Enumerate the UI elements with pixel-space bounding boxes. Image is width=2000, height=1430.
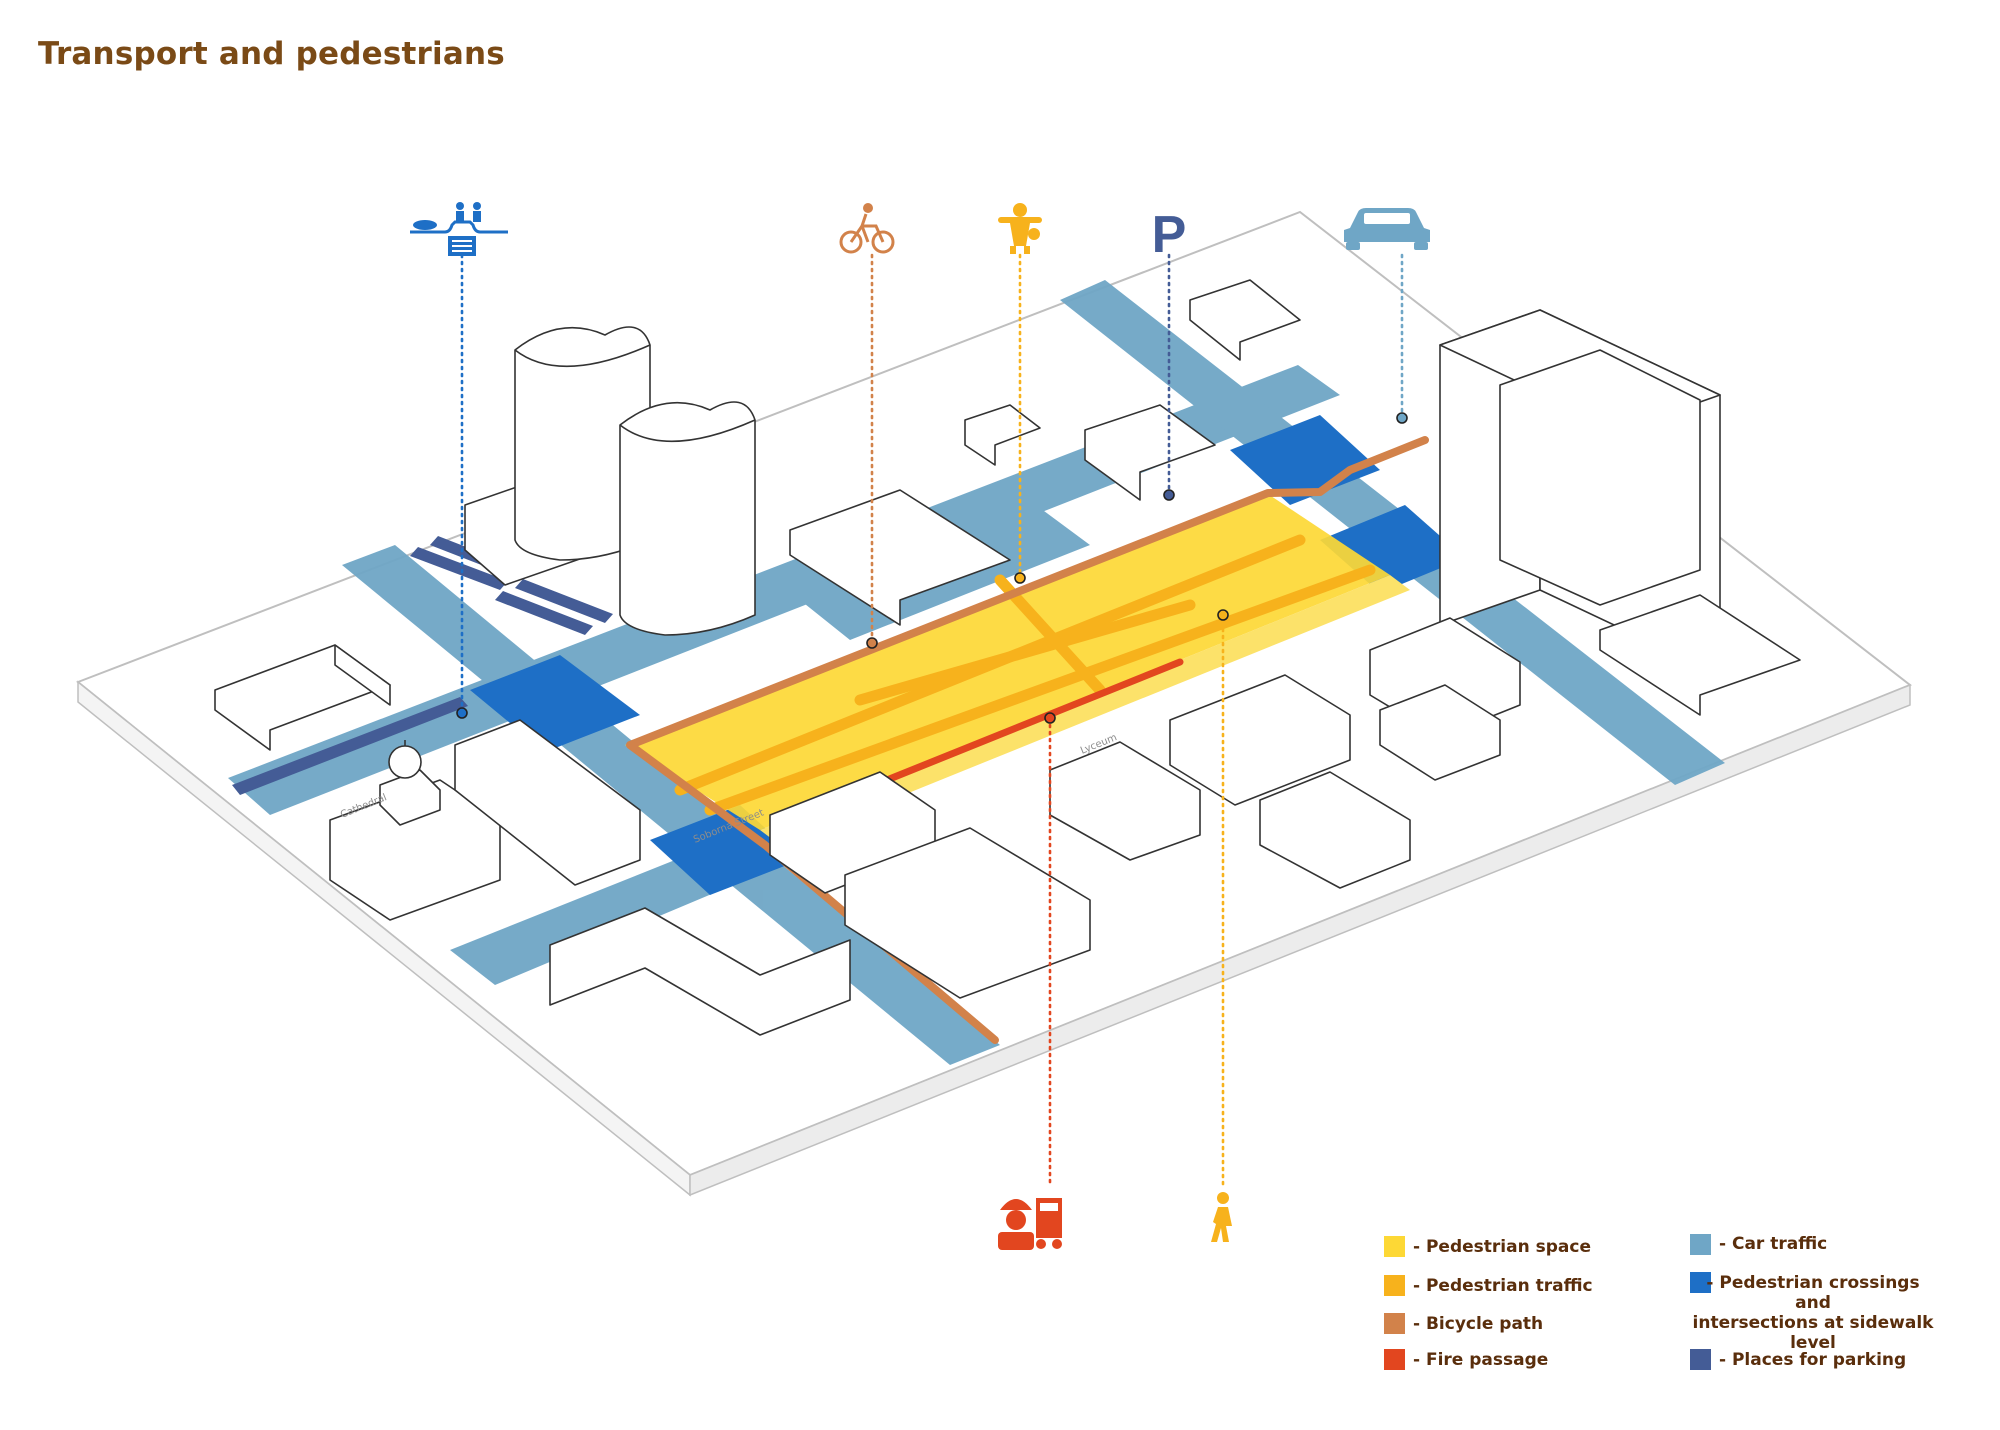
legend-label-pedestrian-space: - Pedestrian space — [1413, 1237, 1591, 1257]
legend-swatch-pedestrian-traffic — [1384, 1275, 1405, 1296]
legend-swatch-bicycle-path — [1384, 1313, 1405, 1334]
callout-dots — [456, 412, 1408, 724]
legend-swatch-parking — [1690, 1349, 1711, 1370]
car-icon — [1344, 208, 1430, 250]
bicycle-path — [626, 436, 1429, 1044]
legend-label-parking: - Places for parking — [1719, 1350, 1907, 1370]
legend-swatch-car-traffic — [1690, 1234, 1711, 1255]
pedestrian-icon — [1211, 1192, 1232, 1242]
legend-swatch-pedestrian-crossings — [1690, 1272, 1711, 1293]
buildings — [214, 279, 1801, 1036]
pedestrian-traffic-paths — [674, 534, 1376, 816]
legend-label-car-traffic: - Car traffic — [1719, 1234, 1828, 1254]
crossing-icon — [410, 202, 508, 256]
legend-swatch-fire-passage — [1384, 1349, 1405, 1370]
parking-icon: P — [1152, 206, 1187, 264]
cathedral-building — [329, 740, 501, 921]
playground-icon — [998, 203, 1042, 254]
bicycle-icon — [839, 203, 895, 254]
legend-label-pedestrian-traffic: - Pedestrian traffic — [1413, 1276, 1593, 1296]
tower-right — [619, 401, 756, 636]
legend-swatch-pedestrian-space — [1384, 1236, 1405, 1257]
firefighter-icon — [998, 1198, 1062, 1250]
legend-label-fire-passage: - Fire passage — [1413, 1350, 1549, 1370]
callout-lines — [460, 253, 1404, 1187]
legend-label-bicycle-path: - Bicycle path — [1413, 1314, 1544, 1334]
legend-label-pedestrian-crossings: - Pedestrian crossings and intersections… — [1692, 1273, 1934, 1353]
diagram-title: Transport and pedestrians — [38, 36, 505, 72]
svg-text:P: P — [1152, 206, 1187, 264]
office-tower — [1439, 309, 1721, 676]
